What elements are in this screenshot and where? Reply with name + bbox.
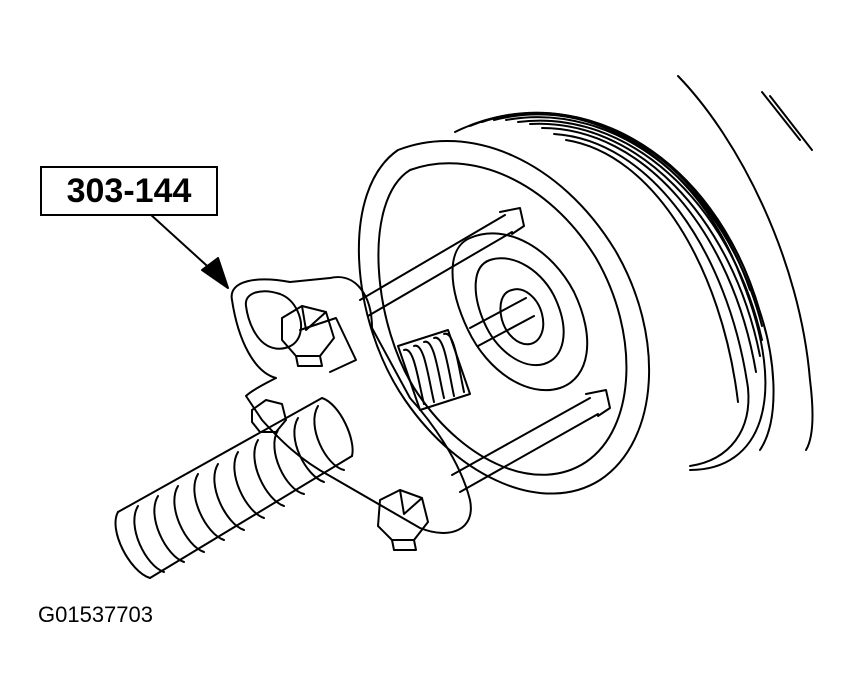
puller-yoke-plate	[230, 276, 472, 534]
puller-rods	[359, 207, 611, 493]
engine-housing	[677, 75, 814, 451]
hex-bolt-lower	[377, 489, 429, 551]
crankshaft-pulley	[357, 111, 775, 495]
hex-bolt-upper	[281, 305, 335, 367]
callout-leader	[149, 213, 229, 289]
forcing-screw-center	[397, 329, 471, 411]
figure-id-label: G01537703	[38, 602, 153, 627]
drive-screw	[114, 397, 354, 579]
hex-nut-left	[251, 399, 287, 433]
tool-number-callout: 303-144	[40, 166, 218, 216]
